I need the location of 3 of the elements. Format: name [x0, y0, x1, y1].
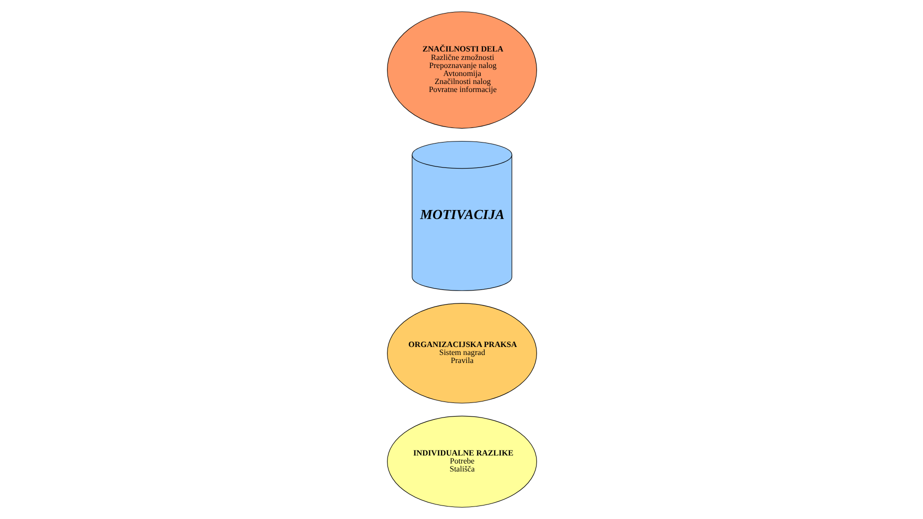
node-ellipse: INDIVIDUALNE RAZLIKE Potrebe Stališča	[386, 416, 536, 508]
node-ellipse: ORGANIZACIJSKA PRAKSA Sistem nagrad Pravila	[386, 303, 536, 404]
node-ellipse: ZNAČILNOSTI DELA Različne zmožnosti Prepoznavanje nalog Avtonomija Značilnosti nalog Povratne informacije	[386, 11, 536, 129]
